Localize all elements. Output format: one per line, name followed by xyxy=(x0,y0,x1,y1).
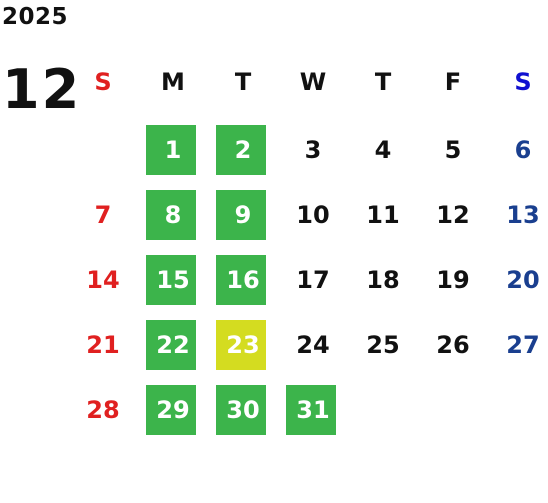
day-cell-9[interactable]: 9 xyxy=(208,190,278,240)
day-cell-3[interactable]: 3 xyxy=(278,125,348,175)
day-cell-5[interactable]: 5 xyxy=(418,125,488,175)
day-cell-1[interactable]: 1 xyxy=(138,125,208,175)
day-cell-29[interactable]: 29 xyxy=(138,385,208,435)
day-number: 28 xyxy=(86,396,120,424)
day-number: 5 xyxy=(444,136,462,164)
day-number: 3 xyxy=(304,136,322,164)
day-number: 19 xyxy=(436,266,470,294)
day-cell-28[interactable]: 28 xyxy=(68,385,138,435)
highlight-marker xyxy=(216,385,266,435)
day-cell-27[interactable]: 27 xyxy=(488,320,548,370)
day-cell-7[interactable]: 7 xyxy=(68,190,138,240)
today-marker xyxy=(216,320,266,370)
day-number: 1 xyxy=(164,136,182,164)
day-number: 16 xyxy=(226,266,260,294)
weekday-wed: W xyxy=(299,68,327,96)
year-label: 2025 xyxy=(2,4,69,30)
highlight-marker xyxy=(286,385,336,435)
day-number: 4 xyxy=(374,136,392,164)
day-cell-15[interactable]: 15 xyxy=(138,255,208,305)
highlight-marker xyxy=(146,190,196,240)
day-number: 10 xyxy=(296,201,330,229)
highlight-marker xyxy=(146,385,196,435)
day-number: 18 xyxy=(366,266,400,294)
day-number: 21 xyxy=(86,331,120,359)
month-label: 12 xyxy=(2,58,82,121)
day-cell-11[interactable]: 11 xyxy=(348,190,418,240)
day-cell-23[interactable]: 23 xyxy=(208,320,278,370)
day-cell-19[interactable]: 19 xyxy=(418,255,488,305)
day-cell-31[interactable]: 31 xyxy=(278,385,348,435)
weekday-sat: S xyxy=(514,68,532,96)
highlight-marker xyxy=(216,125,266,175)
day-number: 29 xyxy=(156,396,190,424)
day-cell-26[interactable]: 26 xyxy=(418,320,488,370)
day-cell-8[interactable]: 8 xyxy=(138,190,208,240)
day-cell-16[interactable]: 16 xyxy=(208,255,278,305)
day-number: 20 xyxy=(506,266,540,294)
day-number: 2 xyxy=(234,136,252,164)
day-number: 23 xyxy=(226,331,260,359)
highlight-marker xyxy=(216,190,266,240)
day-number: 12 xyxy=(436,201,470,229)
day-cell-25[interactable]: 25 xyxy=(348,320,418,370)
day-number: 11 xyxy=(366,201,400,229)
weekday-sun: S xyxy=(94,68,112,96)
day-number: 26 xyxy=(436,331,470,359)
day-number: 24 xyxy=(296,331,330,359)
weekday-mon: M xyxy=(161,68,185,96)
highlight-marker xyxy=(146,125,196,175)
day-cell-18[interactable]: 18 xyxy=(348,255,418,305)
highlight-marker xyxy=(216,255,266,305)
day-number: 14 xyxy=(86,266,120,294)
day-cell-21[interactable]: 21 xyxy=(68,320,138,370)
day-cell-12[interactable]: 12 xyxy=(418,190,488,240)
day-cell-2[interactable]: 2 xyxy=(208,125,278,175)
day-cell-14[interactable]: 14 xyxy=(68,255,138,305)
day-number: 15 xyxy=(156,266,190,294)
day-number: 7 xyxy=(94,201,112,229)
weekday-fri: F xyxy=(444,68,462,96)
highlight-marker xyxy=(146,320,196,370)
day-cell-13[interactable]: 13 xyxy=(488,190,548,240)
day-number: 13 xyxy=(506,201,540,229)
day-cell-6[interactable]: 6 xyxy=(488,125,548,175)
day-cell-22[interactable]: 22 xyxy=(138,320,208,370)
day-cell-24[interactable]: 24 xyxy=(278,320,348,370)
day-number: 31 xyxy=(296,396,330,424)
weekday-tue: T xyxy=(234,68,252,96)
day-number: 17 xyxy=(296,266,330,294)
day-number: 27 xyxy=(506,331,540,359)
day-number: 25 xyxy=(366,331,400,359)
highlight-marker xyxy=(146,255,196,305)
day-cell-10[interactable]: 10 xyxy=(278,190,348,240)
weekday-thu: T xyxy=(374,68,392,96)
day-cell-20[interactable]: 20 xyxy=(488,255,548,305)
day-number: 8 xyxy=(164,201,182,229)
day-cell-30[interactable]: 30 xyxy=(208,385,278,435)
day-cell-4[interactable]: 4 xyxy=(348,125,418,175)
day-cell-17[interactable]: 17 xyxy=(278,255,348,305)
day-number: 30 xyxy=(226,396,260,424)
day-number: 9 xyxy=(234,201,252,229)
day-number: 6 xyxy=(514,136,532,164)
day-number: 22 xyxy=(156,331,190,359)
